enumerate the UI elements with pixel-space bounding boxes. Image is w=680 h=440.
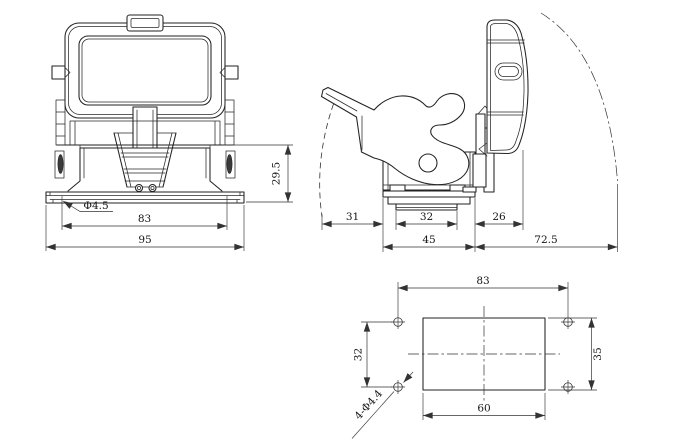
hinge-parts <box>462 105 495 193</box>
dim-body-height: 29.5 <box>271 162 283 185</box>
side-dimensions: 31 32 26 45 72.5 <box>321 150 618 252</box>
panel-dimensions: 83 32 35 60 4-Φ4.4 <box>351 275 604 439</box>
dim-cutout-width: 60 <box>477 403 490 415</box>
housing-front <box>56 120 234 192</box>
mounting-hole-top-right <box>561 315 575 329</box>
cover-swing-arc <box>540 12 618 182</box>
center-tongue <box>132 106 158 149</box>
top-clip <box>126 14 164 32</box>
dim-base-width: 45 <box>422 234 435 246</box>
bail-hoop <box>64 22 226 119</box>
side-view: 31 32 26 45 72.5 <box>319 12 618 252</box>
dim-flange-width: 95 <box>138 234 151 246</box>
dim-panel-hole-spacing-v: 32 <box>353 348 365 361</box>
clamp-screw-right <box>148 183 157 193</box>
guide-pin-left <box>57 154 64 174</box>
mounting-hole-bottom-right <box>561 380 575 394</box>
guide-pin-right <box>226 154 233 174</box>
dim-lever-reach: 31 <box>346 211 359 223</box>
lever-pivot-hole <box>418 153 438 173</box>
clamp-screw-left <box>134 183 144 193</box>
hinged-cover <box>478 19 529 157</box>
cover-slot <box>494 62 523 81</box>
base-flange <box>45 191 245 204</box>
dim-cutout-height: 35 <box>592 347 604 360</box>
mounting-hole-top-left <box>391 315 405 329</box>
hoop-side-tabs <box>51 65 239 80</box>
mounting-holes <box>391 315 575 394</box>
dim-cover-offset: 26 <box>492 211 506 223</box>
locking-lever <box>320 86 470 186</box>
front-view: 83 95 29.5 Φ4.5 <box>45 14 293 251</box>
panel-cutout-view: 83 32 35 60 4-Φ4.4 <box>351 275 604 439</box>
dim-base-inner-width: 32 <box>420 211 433 223</box>
dim-cover-swing-radius: 72.5 <box>534 234 557 246</box>
dim-hole-diameter: Φ4.5 <box>83 200 108 212</box>
side-fins <box>54 99 236 179</box>
mounting-hole-bottom-left <box>391 380 405 394</box>
dim-holes-callout: 4-Φ4.4 <box>352 388 385 423</box>
dim-hole-spacing-front: 83 <box>138 213 151 225</box>
lever-swing-arc <box>319 103 334 218</box>
front-dimensions: 83 95 29.5 Φ4.5 <box>45 144 293 251</box>
dim-panel-hole-spacing-h: 83 <box>476 275 489 287</box>
